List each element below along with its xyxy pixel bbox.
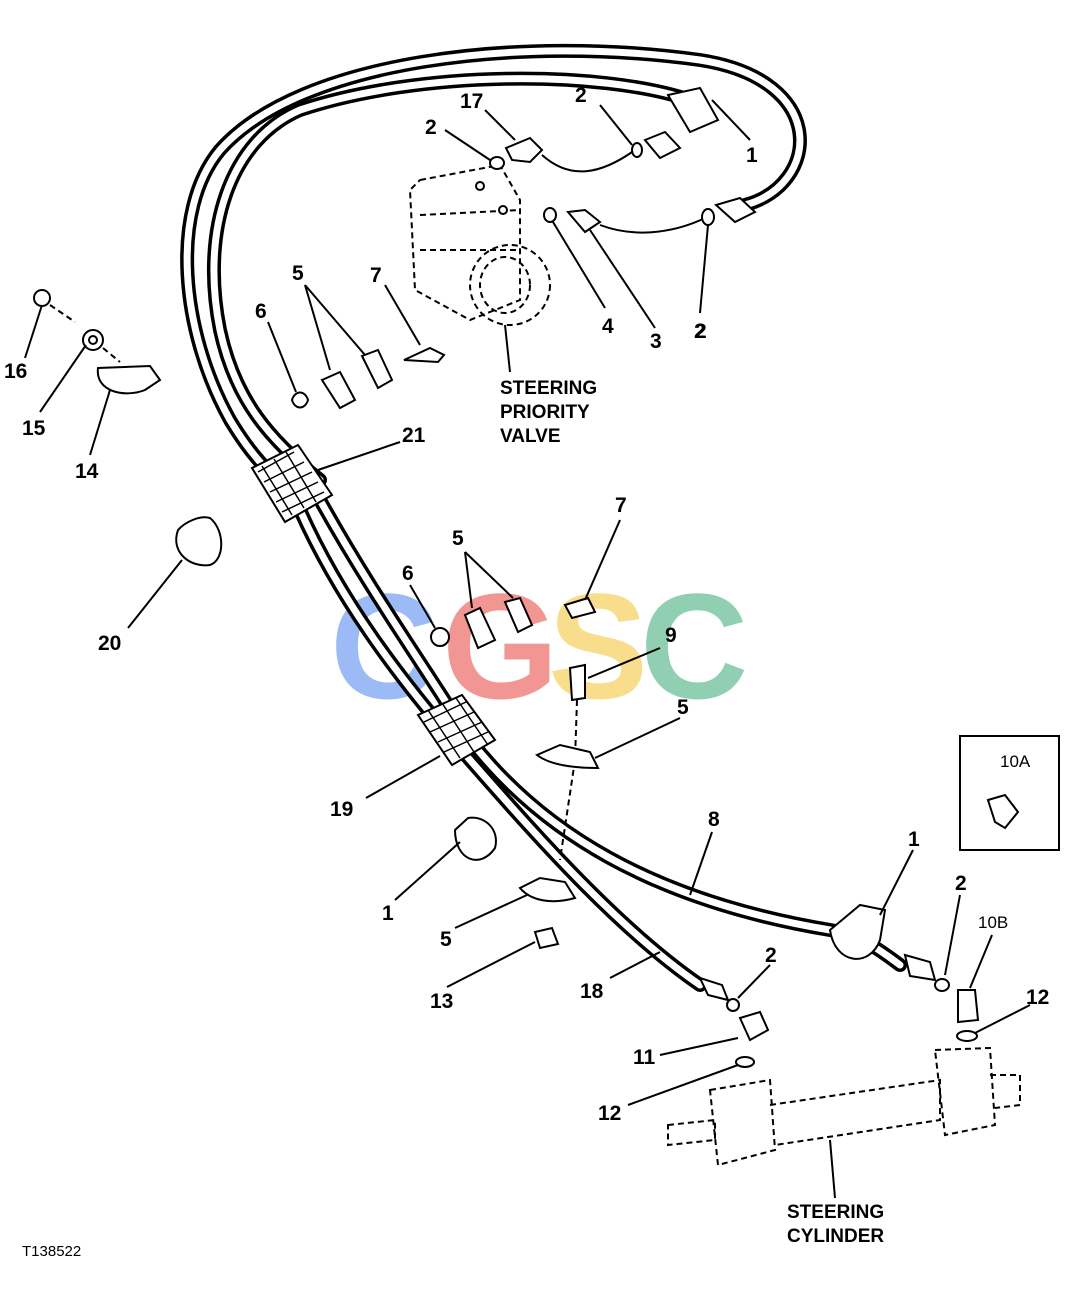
callout-5: 5 — [452, 527, 464, 550]
svg-text:PRIORITY: PRIORITY — [500, 402, 590, 423]
callout-15: 15 — [22, 417, 46, 440]
svg-text:STEERING: STEERING — [787, 1202, 884, 1223]
inset-10A: 10A — [959, 735, 1060, 851]
upper-hose-loop — [180, 43, 807, 507]
callout-8: 8 — [708, 808, 720, 831]
callout-4: 4 — [602, 315, 614, 338]
clamp-20 — [175, 516, 223, 567]
callout-2: 2 — [694, 320, 706, 343]
mid-clamp-parts — [430, 596, 600, 950]
clamp-1-lower — [453, 816, 497, 861]
callout-17: 17 — [460, 90, 483, 113]
callout-2: 2 — [425, 116, 437, 139]
callout-2: 2 — [575, 84, 587, 107]
callout-6: 6 — [402, 562, 414, 585]
lower-fittings — [698, 976, 980, 1068]
callout-19: 19 — [330, 798, 353, 821]
callout-6: 6 — [255, 300, 267, 323]
assembly-label-steering-cylinder: STEERING CYLINDER — [787, 1202, 884, 1247]
callout-5: 5 — [440, 928, 452, 951]
watermark-letter-c2: C — [640, 562, 748, 730]
callout-7: 7 — [370, 264, 382, 287]
callout-5: 5 — [292, 262, 304, 285]
callout-14: 14 — [75, 460, 99, 483]
callout-7: 7 — [615, 494, 627, 517]
callout-16: 16 — [4, 360, 27, 383]
callout-1: 1 — [382, 902, 394, 925]
figure-code: T138522 — [22, 1243, 81, 1260]
leader-lines — [24, 99, 1031, 1199]
clamp-1-right — [828, 903, 950, 992]
callout-10B: 10B — [978, 913, 1008, 932]
assembly-label-steering-priority-valve: STEERING PRIORITY VALVE — [500, 378, 597, 447]
valve-fittings — [489, 86, 757, 234]
hose-sleeve-21 — [250, 443, 334, 524]
callout-5: 5 — [677, 696, 689, 719]
callout-2: 2 — [955, 872, 967, 895]
callout-12: 12 — [598, 1102, 621, 1125]
callout-18: 18 — [580, 980, 604, 1003]
callout-20: 20 — [98, 632, 121, 655]
inset-label: 10A — [1000, 752, 1031, 771]
callout-2: 2 — [765, 944, 777, 967]
callout-9: 9 — [665, 624, 677, 647]
steering-cylinder — [667, 1046, 1021, 1167]
callout-2: 2 — [695, 320, 707, 343]
callout-21: 21 — [402, 424, 426, 447]
svg-text:CYLINDER: CYLINDER — [787, 1226, 884, 1247]
svg-text:VALVE: VALVE — [500, 426, 561, 447]
watermark: C G S C — [330, 562, 748, 730]
steering-priority-valve — [408, 163, 551, 326]
callout-12: 12 — [1026, 986, 1049, 1009]
callout-11: 11 — [633, 1046, 656, 1069]
callout-1: 1 — [908, 828, 920, 851]
upper-left-parts — [33, 289, 446, 410]
watermark-letter-s: S — [548, 562, 648, 730]
callout-1: 1 — [746, 144, 758, 167]
svg-text:STEERING: STEERING — [500, 378, 597, 399]
hose-sleeve-19 — [416, 693, 497, 767]
callout-numbers: 17 2 2 1 2 4 3 2 5 7 6 16 15 14 21 20 7 … — [4, 84, 1049, 1125]
callout-3: 3 — [650, 330, 662, 353]
callout-13: 13 — [430, 990, 453, 1013]
